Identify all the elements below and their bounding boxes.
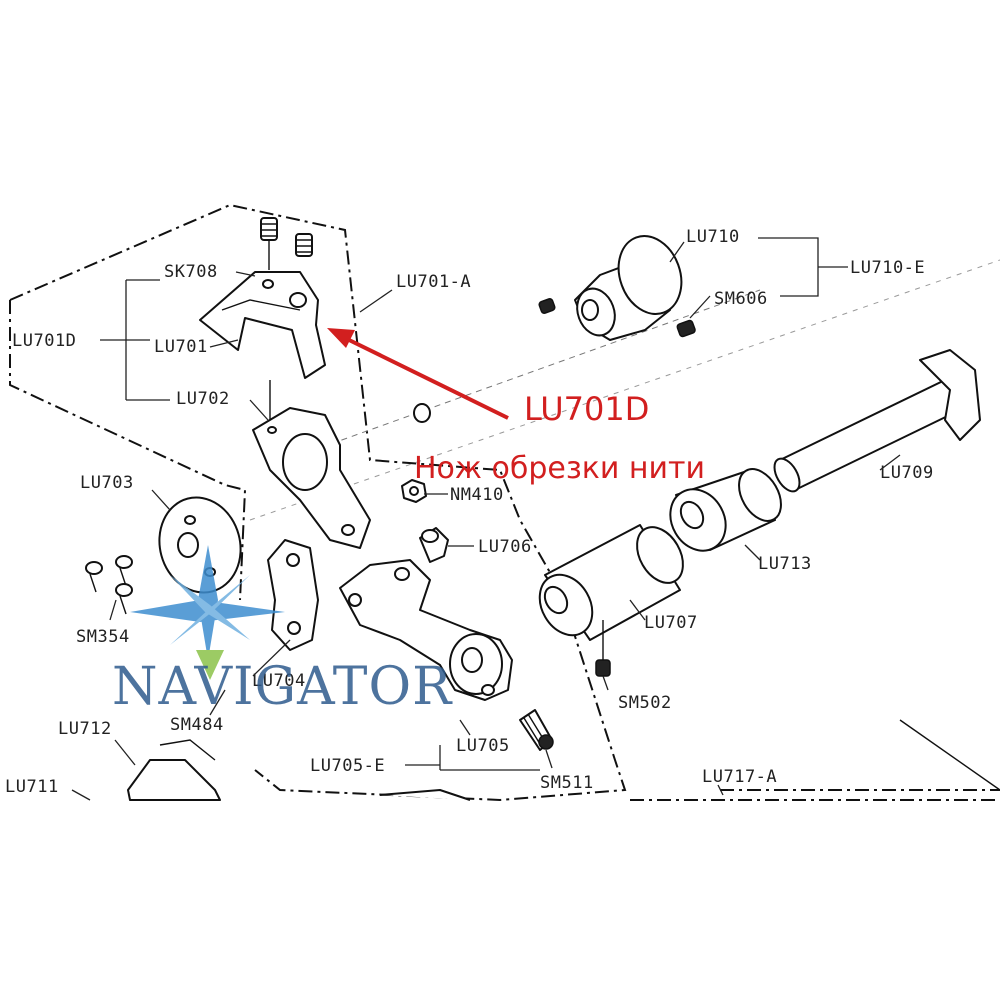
nm410-nut <box>401 403 431 503</box>
callout-arrow <box>327 328 509 420</box>
label-lu705-e: LU705-E <box>310 756 385 776</box>
shaft-axis <box>249 259 1000 521</box>
label-lu709: LU709 <box>880 463 934 483</box>
callout-text: LU701D Нож обрезки нити <box>414 390 705 486</box>
label-lu713: LU713 <box>758 554 812 574</box>
label-lu712: LU712 <box>58 719 112 739</box>
callout-description: Нож обрезки нити <box>414 451 705 486</box>
sm606-set-screws <box>538 298 696 338</box>
label-lu702: LU702 <box>176 389 230 409</box>
watermark-text: NAVIGATOR <box>112 657 453 717</box>
label-lu710-e: LU710-E <box>850 258 925 278</box>
label-sm484: SM484 <box>170 715 224 735</box>
leader-lines <box>71 237 901 801</box>
lu702-holder-part <box>252 380 371 549</box>
label-lu701d: LU701D <box>12 331 76 351</box>
lu710-collar-part <box>574 235 683 341</box>
label-sm502: SM502 <box>618 693 672 713</box>
label-lu717-a: LU717-A <box>702 767 777 787</box>
label-lu706: LU706 <box>478 537 532 557</box>
lu705-arm-part <box>339 559 513 701</box>
sm511-screw <box>519 709 554 751</box>
part-labels: SK708 LU701-A LU701D LU701 LU702 LU703 S… <box>5 227 934 797</box>
label-lu703: LU703 <box>80 473 134 493</box>
label-sm354: SM354 <box>76 627 130 647</box>
label-nm410: NM410 <box>450 485 504 505</box>
label-lu701-a: LU701-A <box>396 272 471 292</box>
label-lu707: LU707 <box>644 613 698 633</box>
label-sm511: SM511 <box>540 773 594 793</box>
lu701-knife-part <box>199 271 326 379</box>
lu709-shaft-part <box>773 349 981 493</box>
navigator-watermark: NAVIGATOR <box>112 545 453 717</box>
label-sm606: SM606 <box>714 289 768 309</box>
label-sk708: SK708 <box>164 262 218 282</box>
sm354-screws <box>85 555 133 615</box>
lu707-sleeve-part <box>538 524 684 641</box>
lu711-lu712-partial <box>127 739 471 801</box>
lu703-disc-part <box>158 496 242 594</box>
lu713-bushing-part <box>669 468 782 552</box>
label-lu701: LU701 <box>154 337 208 357</box>
label-lu704: LU704 <box>252 671 306 691</box>
lu704-link-part <box>267 539 319 651</box>
label-lu711: LU711 <box>5 777 59 797</box>
sk708-springs <box>260 217 313 270</box>
lu706-pin <box>419 527 449 563</box>
compass-star-icon <box>130 545 285 680</box>
callout-code: LU701D <box>524 390 649 428</box>
label-lu705: LU705 <box>456 736 510 756</box>
label-lu710: LU710 <box>686 227 740 247</box>
